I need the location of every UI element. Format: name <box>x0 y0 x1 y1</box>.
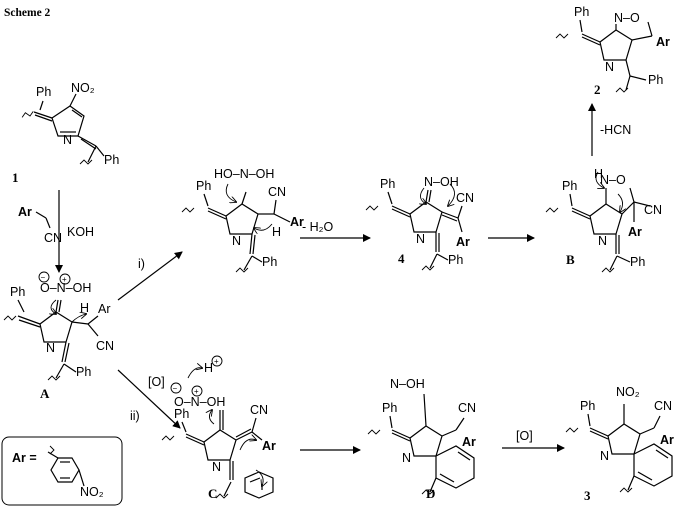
compound-label-B: B <box>566 252 575 267</box>
nitrogen-label: N <box>416 232 425 246</box>
compound-label-A: A <box>40 386 50 401</box>
compound-2-structure: Ph N N–O Ar Ph <box>555 5 670 93</box>
phenyl-label: Ph <box>10 285 25 299</box>
reagent-oxidant-2: [O] <box>516 429 533 443</box>
nitro-label: NO₂ <box>71 81 95 95</box>
intermediate-C-structure: H + − + O–N–OH Ph N CN Ar <box>161 355 276 499</box>
nitrogen-label: N <box>232 234 241 248</box>
isoxazoline-label: N–O <box>600 173 626 187</box>
compound-label-C: C <box>208 486 217 501</box>
phenyl-label: Ph <box>380 177 395 191</box>
cyano-label: CN <box>268 185 286 199</box>
phenyl-label: Ph <box>36 85 51 99</box>
phenyl-label: Ph <box>630 255 645 269</box>
nitro-label: NO₂ <box>616 385 640 399</box>
reagent-step-ii: ii) <box>130 409 140 423</box>
phenyl-label: Ph <box>562 179 577 193</box>
intermediate-B-structure: Ph N N–O H CN Ar Ph <box>545 167 662 273</box>
cyano-label: CN <box>44 231 62 245</box>
phenyl-label: Ph <box>448 253 463 267</box>
cyano-label: CN <box>456 191 474 205</box>
negative-charge: − <box>173 384 178 393</box>
aryl-label: Ar <box>290 215 304 229</box>
compound-4-structure: Ph N N–OH CN Ar Ph <box>365 175 474 271</box>
oxime-label: N–OH <box>424 175 459 189</box>
nitrogen-label: N <box>598 234 607 248</box>
phenyl-label: Ph <box>574 5 589 19</box>
reagent-water-loss: - H₂O <box>302 220 334 234</box>
cyano-label: CN <box>644 203 662 217</box>
phenyl-label: Ph <box>76 365 91 379</box>
compound-label-3: 3 <box>584 488 591 503</box>
hydroxylamine-label: HO–N–OH <box>214 167 274 181</box>
aryl-label: Ar <box>628 225 642 239</box>
phenyl-label: Ph <box>174 407 189 421</box>
intermediate-D-structure: N–OH Ph N CN Ar <box>367 377 476 495</box>
aryl-label: Ar <box>98 302 111 316</box>
phenyl-label: Ph <box>580 399 595 413</box>
reagent-oxidant: [O] <box>148 375 165 389</box>
hydrogen-label: H <box>594 167 603 181</box>
compound-label-2: 2 <box>594 82 601 97</box>
positive-charge: + <box>214 357 219 366</box>
cyano-label: CN <box>654 399 672 413</box>
cyano-label: CN <box>458 401 476 415</box>
nitrogen-label: N <box>605 60 614 74</box>
aryl-label: Ar <box>456 235 470 249</box>
compound-label-4: 4 <box>398 251 405 266</box>
positive-charge: + <box>62 275 67 284</box>
isoxazole-label: N–O <box>614 11 640 25</box>
aryl-definition-box: Ar = NO₂ <box>1 436 123 506</box>
reagent-hcn-loss: -HCN <box>600 123 631 137</box>
phenyl-label: Ph <box>104 153 119 167</box>
reagent-arylacetonitrile: Ar CN <box>18 205 62 245</box>
aryl-label: Ar <box>262 439 276 453</box>
arrow-A-to-upper <box>117 251 183 301</box>
nitronate-label: O–N–OH <box>40 281 91 295</box>
nitrogen-label: N <box>402 451 411 465</box>
compound-3-structure: Ph N NO₂ CN Ar <box>565 385 674 493</box>
phenyl-label: Ph <box>382 401 397 415</box>
reagent-step-i: i) <box>138 257 145 271</box>
scheme-title: Scheme 2 <box>4 7 51 19</box>
hydrogen-label: H <box>272 225 281 239</box>
nitrogen-label: N <box>46 341 55 355</box>
aryl-definition-label: Ar = <box>12 451 37 465</box>
intermediate-hydroxylamine-structure: Ph N HO–N–OH CN Ar H Ph <box>181 167 304 273</box>
compound-1-structure: Ph N NO₂ Ph <box>21 81 119 167</box>
positive-charge: + <box>194 387 199 396</box>
nitrogen-label: N <box>63 133 72 147</box>
phenyl-label: Ph <box>196 179 211 193</box>
nitronate-label: O–N–OH <box>174 395 225 409</box>
aryl-label: Ar <box>462 435 476 449</box>
arrow-A-to-C <box>117 369 181 429</box>
cyano-label: CN <box>96 339 114 353</box>
cyano-label: CN <box>250 403 268 417</box>
compound-label-D: D <box>426 486 435 501</box>
compound-label-1: 1 <box>12 170 19 185</box>
hydrogen-label: H <box>80 301 89 315</box>
nitrogen-label: N <box>212 460 221 474</box>
phenyl-label: Ph <box>262 255 277 269</box>
phenyl-label: Ph <box>648 73 663 87</box>
nitro-label: NO₂ <box>80 485 104 499</box>
nitrogen-label: N <box>600 449 609 463</box>
reagent-koh: KOH <box>67 225 94 239</box>
aryl-label: Ar <box>660 433 674 447</box>
aryl-label: Ar <box>18 205 32 219</box>
negative-charge: − <box>41 273 46 282</box>
hydroxylamine-label: N–OH <box>390 377 425 391</box>
aryl-label: Ar <box>656 35 670 49</box>
intermediate-A-structure: Ph N O–N–OH − + H Ar CN Ph <box>3 271 114 381</box>
hydrogen-label: H <box>204 361 213 375</box>
